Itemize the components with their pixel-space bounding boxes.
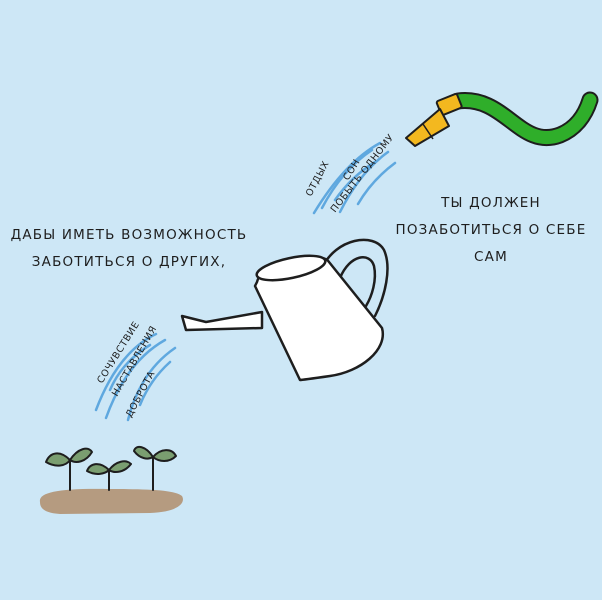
garden-hose [449, 91, 599, 146]
caption-left: ДАБЫ ИМЕТЬ ВОЗМОЖНОСТЬ ЗАБОТИТЬСЯ О ДРУГИ… [6, 222, 252, 276]
can-water-stream [94, 332, 177, 422]
can-stream-labels: СОЧУВСТВИЕ НАСТАВЛЕНИЯ ДОБРОТА [95, 320, 159, 420]
seedling [133, 445, 177, 491]
caption-left-line-2: ЗАБОТИТЬСЯ О ДРУГИХ, [31, 254, 227, 270]
hose-water-stream [312, 141, 397, 215]
caption-right-line-3: САМ [474, 249, 508, 265]
seedling [45, 447, 93, 491]
seedling [86, 460, 132, 491]
watering-can [180, 238, 389, 382]
caption-right-line-1: ТЫ ДОЛЖЕН [441, 195, 541, 211]
caption-right: ТЫ ДОЛЖЕН ПОЗАБОТИТЬСЯ О СЕБЕ САМ [386, 190, 596, 271]
hose-nozzle [405, 92, 463, 147]
caption-right-line-2: ПОЗАБОТИТЬСЯ О СЕБЕ [395, 222, 587, 238]
soil-mound [39, 488, 183, 514]
caption-left-line-1: ДАБЫ ИМЕТЬ ВОЗМОЖНОСТЬ [10, 227, 248, 243]
seedlings [45, 445, 177, 491]
